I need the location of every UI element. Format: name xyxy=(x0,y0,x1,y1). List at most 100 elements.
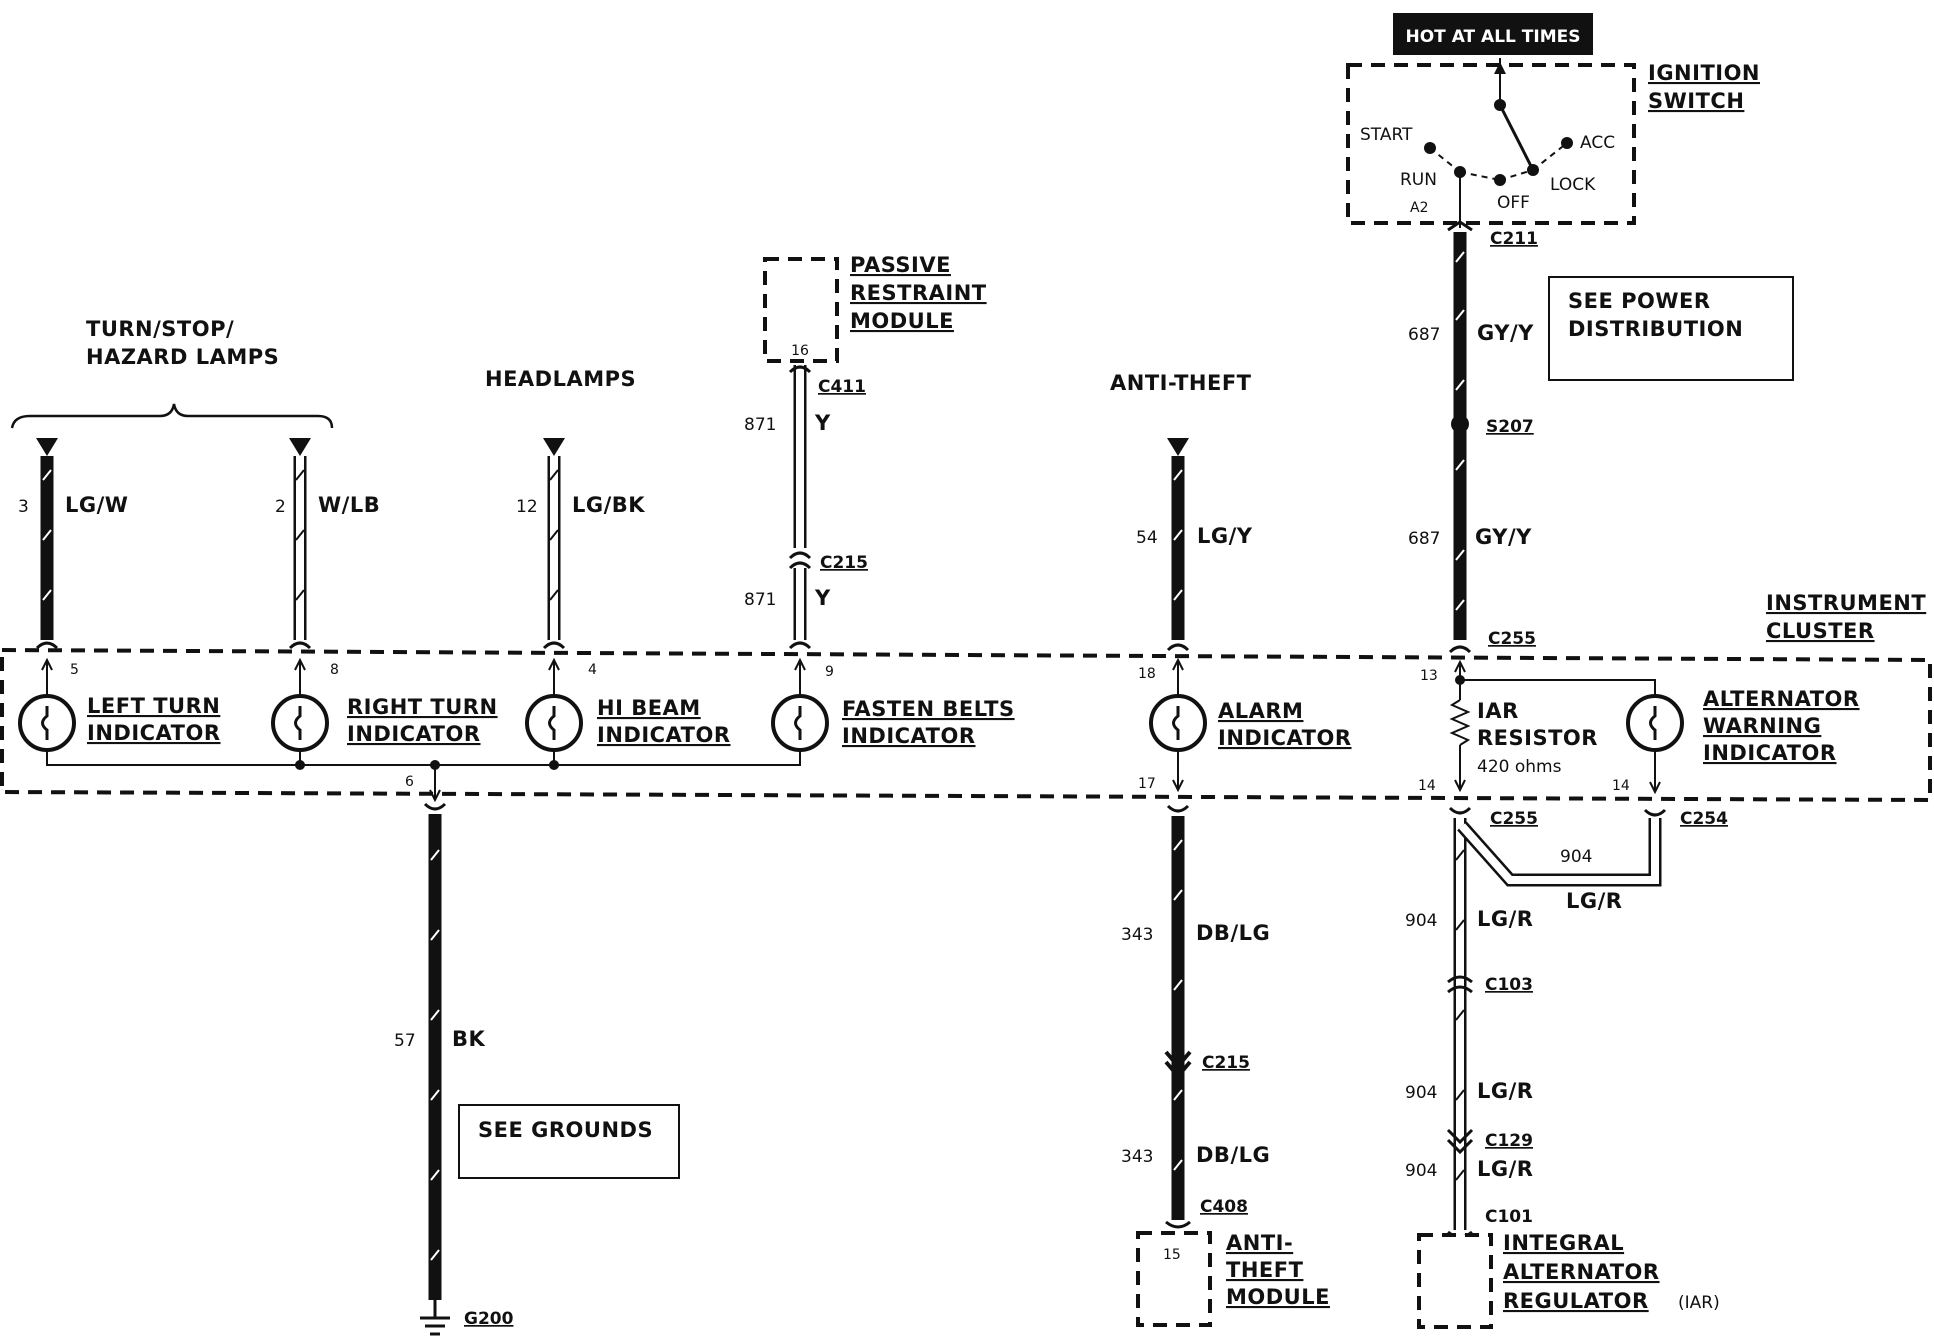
wire-343-number-b: 343 xyxy=(1121,1147,1153,1167)
left-turn-label-1: LEFT TURN xyxy=(87,694,220,718)
wire-687-number-a: 687 xyxy=(1408,325,1440,345)
ground-g200-symbol xyxy=(420,1300,450,1336)
right-turn-label-1: RIGHT TURN xyxy=(347,695,498,719)
pin-8: 8 xyxy=(330,662,339,678)
ignition-switch-title-2: SWITCH xyxy=(1648,89,1744,113)
hi-beam-label-1: HI BEAM xyxy=(597,696,701,720)
anti-theft-label: ANTI-THEFT xyxy=(1110,371,1252,395)
wire-2-color: W/LB xyxy=(318,493,380,517)
splice-s207 xyxy=(1451,415,1469,433)
headlamps-label: HEADLAMPS xyxy=(485,367,636,391)
wire-343-color-a: DB/LG xyxy=(1196,921,1270,945)
see-grounds-label: SEE GROUNDS xyxy=(478,1118,653,1142)
connector-c103: C103 xyxy=(1485,975,1533,995)
iar-resistor-label-2: RESISTOR xyxy=(1477,726,1598,750)
wire-904-number-d: 904 xyxy=(1405,1161,1437,1181)
integral-alternator-regulator-box xyxy=(1417,1233,1493,1329)
wire-57-number: 57 xyxy=(394,1031,416,1051)
wire-343-color-b: DB/LG xyxy=(1196,1143,1270,1167)
see-grounds-box[interactable] xyxy=(458,1104,680,1179)
alarm-label-2: INDICATOR xyxy=(1218,726,1352,750)
turn-stop-hazard-label-2: HAZARD LAMPS xyxy=(86,345,279,369)
pin-14-iar: 14 xyxy=(1418,778,1436,794)
left-turn-indicator-lamp xyxy=(18,694,76,752)
right-turn-indicator-lamp xyxy=(271,694,329,752)
iar-module-label-3: REGULATOR xyxy=(1503,1289,1649,1313)
terminal-arrow-wire-12 xyxy=(543,438,565,456)
ignition-acc-label: ACC xyxy=(1580,133,1615,153)
wire-12-number: 12 xyxy=(516,497,538,517)
cluster-junction-dots xyxy=(295,760,559,770)
pin-6: 6 xyxy=(405,774,414,790)
right-turn-label-2: INDICATOR xyxy=(347,722,481,746)
wire-687-color-a: GY/Y xyxy=(1477,321,1534,345)
alternator-warning-leads xyxy=(1460,679,1661,795)
pin-17: 17 xyxy=(1138,776,1156,792)
connector-c101: C101 xyxy=(1485,1207,1533,1227)
anti-theft-module-label-1: ANTI- xyxy=(1226,1231,1293,1255)
connector-c103-symbol xyxy=(1447,975,1473,984)
wire-54-color: LG/Y xyxy=(1197,524,1253,548)
anti-theft-module-label-3: MODULE xyxy=(1226,1285,1330,1309)
cluster-top-connectors xyxy=(35,641,1472,654)
hot-at-all-times-banner xyxy=(1393,13,1593,55)
connector-c211: C211 xyxy=(1490,229,1538,249)
wire-871-number-a: 871 xyxy=(744,415,776,435)
wire-12-color: LG/BK xyxy=(572,493,645,517)
wire-904-color-branch: LG/R xyxy=(1566,889,1622,913)
alternator-warning-label-1: ALTERNATOR xyxy=(1703,687,1860,711)
alternator-warning-label-2: WARNING xyxy=(1703,714,1821,738)
ignition-run-label: RUN xyxy=(1400,170,1437,190)
iar-module-label-2: ALTERNATOR xyxy=(1503,1260,1660,1284)
alarm-indicator-lamp xyxy=(1149,694,1207,752)
left-turn-label-2: INDICATOR xyxy=(87,721,221,745)
pin-14-alt: 14 xyxy=(1612,778,1630,794)
wire-871-number-b: 871 xyxy=(744,590,776,610)
wire-904-number-branch: 904 xyxy=(1560,847,1592,867)
wire-54-number: 54 xyxy=(1136,528,1158,548)
wire-904-color-d: LG/R xyxy=(1477,1157,1533,1181)
wire-343-number-a: 343 xyxy=(1121,925,1153,945)
wire-3-number: 3 xyxy=(18,497,29,517)
instrument-cluster-label-1: INSTRUMENT xyxy=(1766,591,1926,615)
prm-label-3: MODULE xyxy=(850,309,954,333)
wire-3-color: LG/W xyxy=(65,493,128,517)
prm-pin-label: 16 xyxy=(791,343,809,359)
connector-c129: C129 xyxy=(1485,1131,1533,1151)
ignition-switch-title-1: IGNITION xyxy=(1648,61,1760,85)
connector-c255-top: C255 xyxy=(1488,629,1536,649)
cluster-bottom-connectors xyxy=(423,802,1667,817)
ignition-pin-label: A2 xyxy=(1410,200,1428,216)
wire-904-color-b: LG/R xyxy=(1477,907,1533,931)
pin-13: 13 xyxy=(1420,668,1438,684)
anti-theft-module-box xyxy=(1136,1231,1212,1327)
terminal-arrow-wire-3 xyxy=(36,438,58,456)
cluster-internal-leads xyxy=(41,657,1184,793)
connector-c129-symbol xyxy=(1446,1128,1474,1145)
alternator-warning-indicator-lamp xyxy=(1626,694,1684,752)
see-power-distribution-box[interactable] xyxy=(1548,276,1794,381)
connector-c255-bottom: C255 xyxy=(1490,809,1538,829)
hi-beam-indicator-lamp xyxy=(525,694,583,752)
connector-c215-upper-symbol xyxy=(788,551,812,560)
wire-904-number-b: 904 xyxy=(1405,911,1437,931)
pin-4: 4 xyxy=(588,662,597,678)
terminal-arrow-wire-54 xyxy=(1167,438,1189,456)
see-power-label-1: SEE POWER xyxy=(1568,289,1711,313)
hot-at-all-times-label: HOT AT ALL TIMES xyxy=(1406,27,1581,47)
turn-stop-hazard-label-1: TURN/STOP/ xyxy=(86,317,234,341)
instrument-cluster-label-2: CLUSTER xyxy=(1766,619,1875,643)
connector-c215-upper: C215 xyxy=(820,553,868,573)
ignition-switch-box xyxy=(1346,63,1636,225)
turn-lamps-brace xyxy=(10,403,334,429)
connector-c215-lower: C215 xyxy=(1202,1053,1250,1073)
hi-beam-label-2: INDICATOR xyxy=(597,723,731,747)
fasten-belts-label-2: INDICATOR xyxy=(842,724,976,748)
wire-871-color-a: Y xyxy=(814,411,831,435)
ignition-start-label: START xyxy=(1360,125,1413,145)
ignition-lock-label: LOCK xyxy=(1550,175,1596,195)
pin-18: 18 xyxy=(1138,666,1156,682)
alarm-label-1: ALARM xyxy=(1218,699,1303,723)
iar-resistor-label-1: IAR xyxy=(1477,699,1519,723)
wire-687-number-b: 687 xyxy=(1408,529,1440,549)
